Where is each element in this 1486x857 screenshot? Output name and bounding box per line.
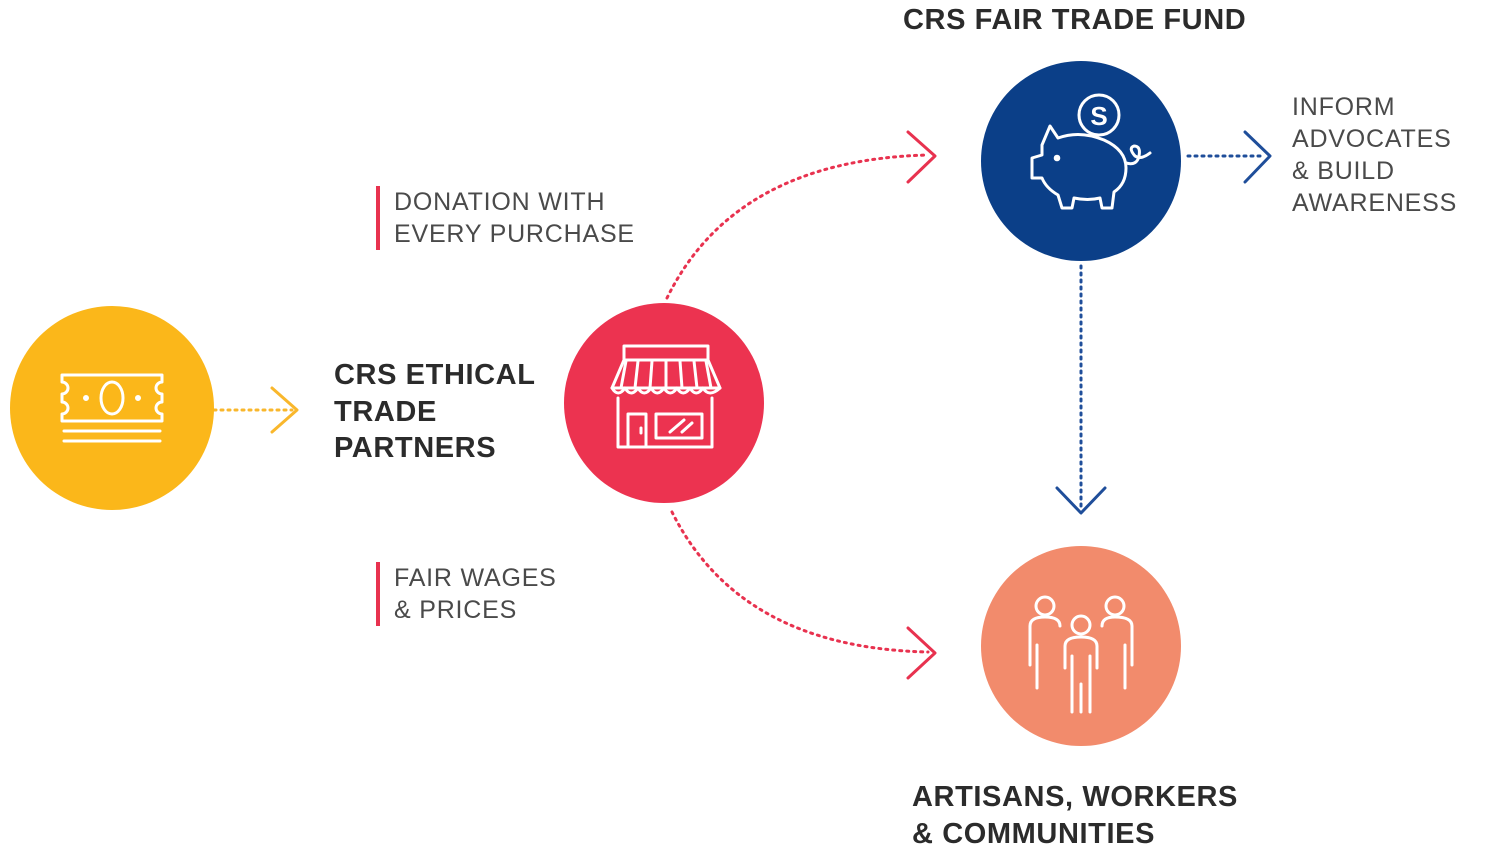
inform-label-line: & BUILD bbox=[1292, 157, 1395, 185]
edge-buyer-to-partners bbox=[212, 386, 299, 434]
arrowhead-blue-icon bbox=[1243, 130, 1272, 184]
fund-node: S bbox=[981, 61, 1181, 261]
inform-label-line: INFORM bbox=[1292, 93, 1396, 121]
edge-partners-to-fund bbox=[665, 130, 937, 300]
communities-node bbox=[981, 546, 1181, 746]
communities-label: ARTISANS, WORKERS & COMMUNITIES bbox=[912, 779, 1238, 852]
wages-edge-label: FAIR WAGES & PRICES bbox=[376, 562, 557, 626]
arrowhead-yellow-icon bbox=[270, 386, 299, 434]
person-icon bbox=[1100, 595, 1134, 690]
inform-label-line: AWARENESS bbox=[1292, 189, 1458, 217]
arrowhead-pink-icon bbox=[906, 130, 937, 184]
communities-label-line: ARTISANS, WORKERS bbox=[912, 781, 1238, 813]
donation-edge-label: DONATION WITH EVERY PURCHASE bbox=[376, 186, 635, 250]
wages-label-line: FAIR WAGES bbox=[394, 564, 557, 592]
wages-label-line: & PRICES bbox=[394, 596, 518, 624]
donation-label-line: DONATION WITH bbox=[394, 188, 606, 216]
coin-icon bbox=[1077, 93, 1121, 137]
person-icon bbox=[1028, 595, 1062, 690]
partners-label: CRS ETHICAL TRADE PARTNERS bbox=[334, 357, 536, 467]
arrowhead-pink-icon bbox=[906, 626, 937, 680]
edge-fund-to-inform bbox=[1186, 130, 1272, 184]
coin-symbol: S bbox=[1090, 101, 1107, 131]
edge-fund-to-communities bbox=[1055, 264, 1107, 515]
communities-label-line: & COMMUNITIES bbox=[912, 817, 1156, 850]
partners-label-line: TRADE bbox=[334, 395, 437, 428]
money-icon bbox=[60, 373, 164, 443]
edge-partners-to-communities bbox=[670, 510, 937, 680]
person-icon bbox=[1063, 614, 1099, 714]
partners-label-line: PARTNERS bbox=[334, 432, 497, 464]
fund-title: CRS FAIR TRADE FUND bbox=[903, 4, 1247, 36]
buyer-node bbox=[10, 306, 214, 510]
inform-edge-label: INFORM ADVOCATES & BUILD AWARENESS bbox=[1292, 91, 1457, 219]
partners-label-line: CRS ETHICAL bbox=[334, 359, 536, 391]
piggy-bank-icon bbox=[1030, 93, 1152, 210]
people-group-icon bbox=[1028, 595, 1134, 714]
inform-label-line: ADVOCATES bbox=[1292, 125, 1452, 153]
partners-node bbox=[564, 303, 764, 503]
storefront-icon bbox=[610, 344, 722, 449]
arrowhead-blue-icon bbox=[1055, 486, 1107, 515]
donation-label-line: EVERY PURCHASE bbox=[394, 220, 635, 248]
